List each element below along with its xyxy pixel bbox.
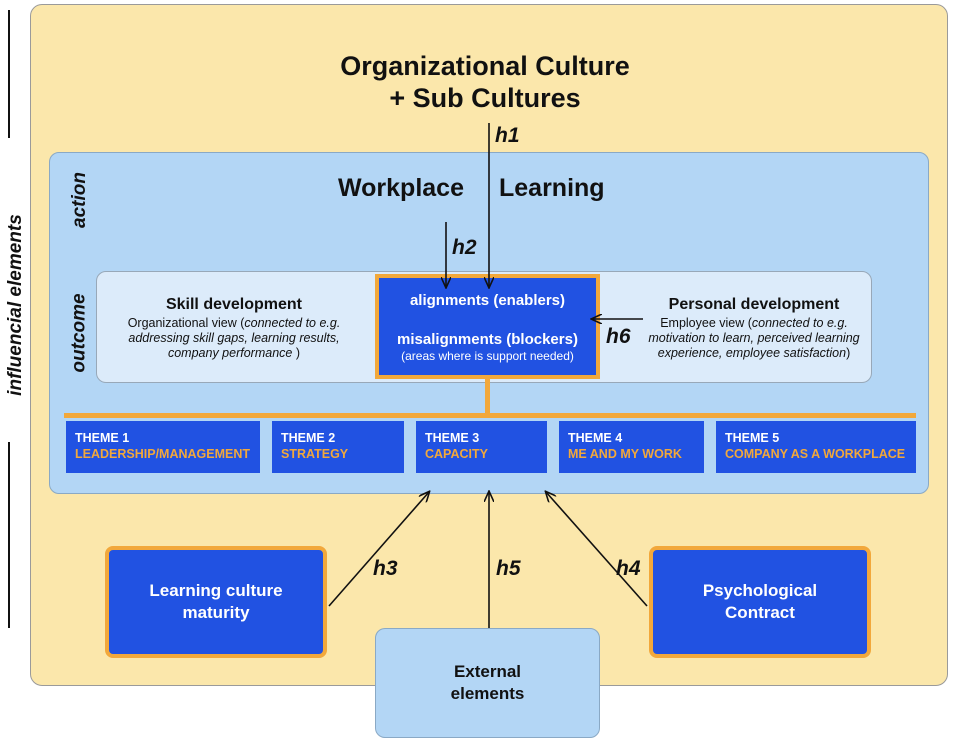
personal-development-desc: Employee view (connected to e.g. motivat… <box>648 316 860 360</box>
h1-label: h1 <box>495 124 520 147</box>
h4-label: h4 <box>616 557 641 580</box>
h2-label: h2 <box>452 236 477 259</box>
skill-development-desc: Organizational view (connected to e.g. a… <box>127 316 341 360</box>
theme-connector-vertical <box>485 379 490 415</box>
h3-label: h3 <box>373 557 398 580</box>
personal-development-title: Personal development <box>668 296 840 313</box>
h4-arrow <box>546 492 648 607</box>
skill-development-title: Skill development <box>165 296 303 313</box>
learning-word: Learning <box>499 174 605 202</box>
side-divider-top <box>8 10 10 138</box>
h6-label: h6 <box>606 325 631 348</box>
diagram-title: Organizational Culture + Sub Cultures <box>340 51 630 113</box>
theme-connector-bar <box>64 413 916 418</box>
blockers-label: misalignments (blockers) <box>397 331 578 348</box>
enablers-label: alignments (enablers) <box>409 292 566 309</box>
h5-label: h5 <box>496 557 521 580</box>
support-note: (areas where is support needed) <box>401 349 574 363</box>
workplace-word: Workplace <box>338 174 464 202</box>
h3-arrow <box>328 492 429 607</box>
alignment-box: alignments (enablers) misalignments (blo… <box>375 274 600 379</box>
side-divider-bottom <box>8 442 10 628</box>
